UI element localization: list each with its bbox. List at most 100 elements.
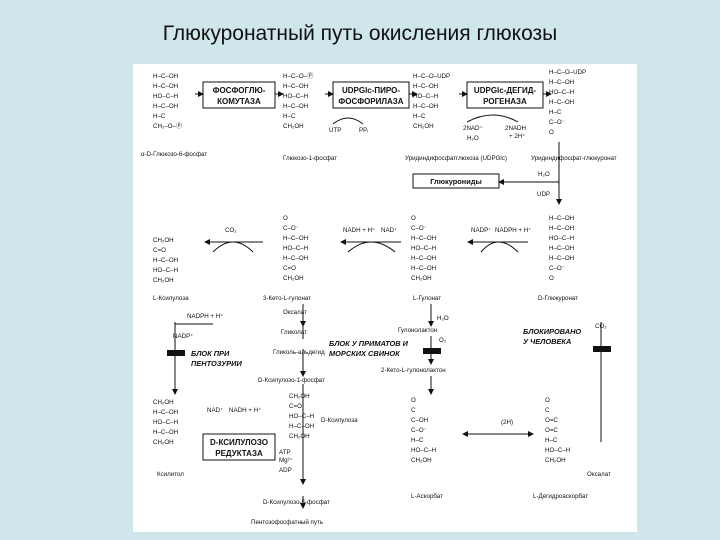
- structure-line: CH₂OH: [153, 237, 174, 244]
- structure-line: H–C–OH: [283, 235, 308, 242]
- structure-line: O=C: [545, 417, 558, 424]
- compound-label: D-Ксилулоза: [321, 417, 358, 424]
- arrow: [212, 241, 254, 253]
- structure-line: CH₂OH: [153, 277, 174, 284]
- structure-line: HO–C–H: [283, 245, 308, 252]
- cofactor-label: + 2H⁺: [509, 133, 526, 140]
- structure-line: CH₂OH: [289, 433, 310, 440]
- enzyme-label: UDPGlc-ДЕГИД-: [474, 86, 536, 95]
- structure-line: H–C–OH: [411, 265, 436, 272]
- structure-line: C–O⁻: [549, 265, 565, 272]
- block-label: БЛОК ПРИ: [191, 349, 230, 358]
- structure-line: HO–C–H: [413, 93, 438, 100]
- block-label: БЛОКИРОВАНО: [523, 327, 581, 336]
- structure-line: H–C–OH: [153, 103, 178, 110]
- compound-label: Глюкозо-1-фосфат: [283, 155, 337, 162]
- block-label: МОРСКИХ СВИНОК: [329, 349, 400, 358]
- structure-line: O=C: [545, 427, 558, 434]
- pathway-diagram: H–C–OH H–C–OH HO–C–H H–C–OH H–C CH₂–O–Ⓟ H–C–O…: [133, 64, 637, 532]
- cofactor-label: NADH + H⁺: [229, 407, 261, 414]
- block-bar-primates: [423, 348, 441, 354]
- compound-label: Ксилитол: [157, 471, 184, 478]
- enzyme-box-xylulose-reductase: D-КСИЛУЛОЗО РЕДУКТАЗА: [202, 433, 276, 461]
- structure-line: H–C–OH: [413, 83, 438, 90]
- structure-line: H–C–OH: [283, 103, 308, 110]
- cofactor-label: NADPH + H⁺: [187, 313, 223, 320]
- compound-label: Гликолат: [281, 329, 307, 336]
- cofactor-label: CO₂: [595, 323, 607, 330]
- enzyme-box-phosphoglucomutase: ФОСФОГЛЮ- КОМУТАЗА: [202, 81, 276, 109]
- structure-line: C: [545, 407, 550, 414]
- compound-label: L-Аскорбат: [411, 493, 443, 500]
- structure-line: H–C–OH: [549, 79, 574, 86]
- structure-line: CH₂OH: [153, 399, 174, 406]
- cofactor-label: PPᵢ: [359, 127, 368, 134]
- structure-line: H–C–OH: [549, 245, 574, 252]
- structure-line: H–C–OH: [153, 429, 178, 436]
- compound-label: L-Гулонат: [413, 295, 441, 302]
- structure-line: HO–C–H: [153, 267, 178, 274]
- structure-line: H–C–OH: [549, 215, 574, 222]
- arrow: [347, 241, 396, 253]
- structure-line: CH₂OH: [153, 439, 174, 446]
- structure-line: H–C: [283, 113, 296, 120]
- structure-line: H–C–OH: [549, 255, 574, 262]
- compound-label: 3-Кето-L-гулонат: [263, 295, 311, 302]
- compound-label: Уридиндифосфатглюкоза (UDPGlc): [405, 155, 507, 162]
- structure-line: C–O⁻: [283, 225, 299, 232]
- cofactor-label: Mg²⁺: [279, 457, 293, 464]
- page-title: Глюкуронатный путь окисления глюкозы: [162, 22, 558, 45]
- structure-line: H–C–O–UDP: [549, 69, 586, 76]
- block-label: БЛОК У ПРИМАТОВ И: [329, 339, 409, 348]
- structure-line: CH₂OH: [411, 275, 432, 282]
- compound-label: Глюкурониды: [430, 177, 482, 186]
- structure-line: HO–C–H: [153, 419, 178, 426]
- structure-line: CH₂OH: [413, 123, 434, 130]
- cofactor-label: 2NADH: [505, 125, 526, 132]
- compound-label: D-Ксилулозо-5-фосфат: [263, 499, 330, 506]
- cofactor-label: CO₂: [225, 227, 237, 234]
- structure-line: H–C–OH: [153, 409, 178, 416]
- arrow: [480, 241, 519, 253]
- structure-line: H–C–OH: [413, 103, 438, 110]
- enzyme-label: ФОСФОГЛЮ-: [213, 86, 266, 95]
- structure-line: H–C: [545, 437, 558, 444]
- compound-label: Гликоль-альдегид: [273, 349, 325, 356]
- pathway-svg: H–C–OH H–C–OH HO–C–H H–C–OH H–C CH₂–O–Ⓟ H–C–O…: [141, 69, 617, 526]
- structure-line: O: [549, 129, 554, 136]
- cofactor-label: UTP: [329, 127, 341, 134]
- structure-line: O: [545, 397, 550, 404]
- block-label: ПЕНТОЗУРИИ: [191, 359, 242, 368]
- compound-label: 2-Кето-L-гулонолактон: [381, 367, 446, 374]
- cofactor-label: NADP⁺: [173, 333, 193, 340]
- structure-line: O: [411, 215, 416, 222]
- structure-line: O: [411, 397, 416, 404]
- structure-line: H–C: [413, 113, 426, 120]
- structure-line: CH₂OH: [283, 275, 304, 282]
- enzyme-box-udpglc-pyrophosphorylase: UDPGlc-ПИРО- ФОСФОРИЛАЗА: [332, 81, 410, 109]
- structure-line: CH₂OH: [289, 393, 310, 400]
- structure-line: H–C–OH: [153, 257, 178, 264]
- compound-label: Оксалат: [587, 471, 611, 478]
- enzyme-label: РОГЕНАЗА: [483, 97, 527, 106]
- cofactor-label: O₂: [439, 337, 447, 344]
- structure-line: H–C–OH: [283, 255, 308, 262]
- structure-line: C: [411, 407, 416, 414]
- cofactor-label: NAD⁺: [207, 407, 223, 414]
- compound-label: Пентозофосфатный путь: [251, 519, 323, 526]
- structure-line: H–C–OH: [283, 83, 308, 90]
- compound-label: L-Дегидроаскорбат: [533, 493, 588, 500]
- structure-line: O: [283, 215, 288, 222]
- enzyme-box-udpglc-dehydrogenase: UDPGlc-ДЕГИД- РОГЕНАЗА: [466, 81, 544, 109]
- structure-line: HO–C–H: [545, 447, 570, 454]
- arrow: [332, 117, 364, 125]
- structure-line: CH₂–O–Ⓟ: [153, 122, 182, 130]
- cofactor-label: (2H): [501, 419, 513, 426]
- structure-line: C=O: [289, 403, 302, 410]
- compound-label: D-Глюкуронат: [538, 295, 578, 302]
